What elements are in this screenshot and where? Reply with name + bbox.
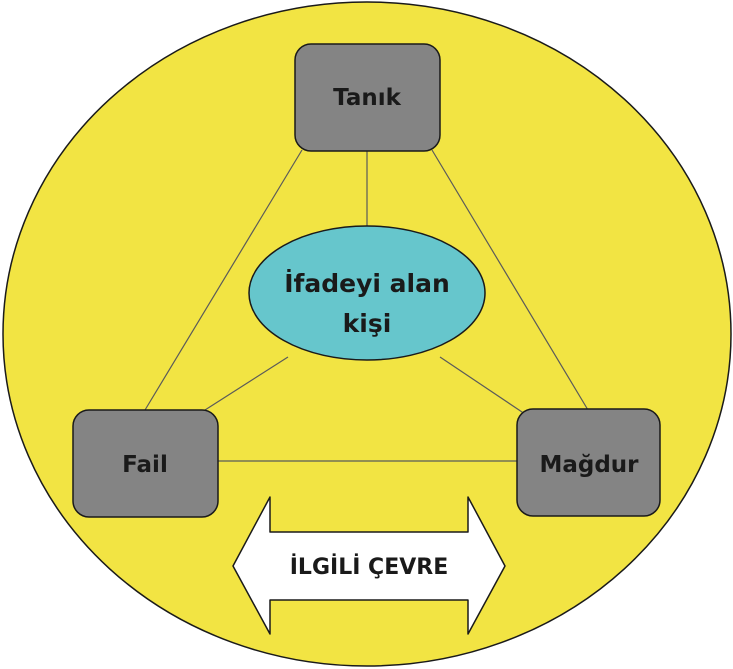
center-ellipse xyxy=(248,225,486,361)
node-tanik-label: Tanık xyxy=(333,85,402,111)
node-fail-label: Fail xyxy=(122,452,168,478)
connector-lines xyxy=(144,149,589,462)
center-label-line1: İfadeyi alan xyxy=(284,268,450,298)
center-label-line2: kişi xyxy=(343,309,392,338)
double-arrow-label: İLGİLİ ÇEVRE xyxy=(290,554,448,580)
node-tanik-box xyxy=(294,43,441,152)
line-center-right xyxy=(439,356,526,415)
line-center-left xyxy=(204,356,289,411)
line-top-left xyxy=(144,149,303,411)
center-node: İfadeyi alan kişi xyxy=(248,225,486,361)
node-magdur: Mağdur xyxy=(516,408,661,517)
double-arrow-shape xyxy=(232,496,506,635)
line-top-right xyxy=(431,149,589,411)
node-magdur-box xyxy=(516,408,661,517)
node-magdur-label: Mağdur xyxy=(539,452,639,478)
double-arrow: İLGİLİ ÇEVRE xyxy=(232,496,506,635)
node-tanik: Tanık xyxy=(294,43,441,152)
node-fail: Fail xyxy=(72,409,219,518)
node-fail-box xyxy=(72,409,219,518)
